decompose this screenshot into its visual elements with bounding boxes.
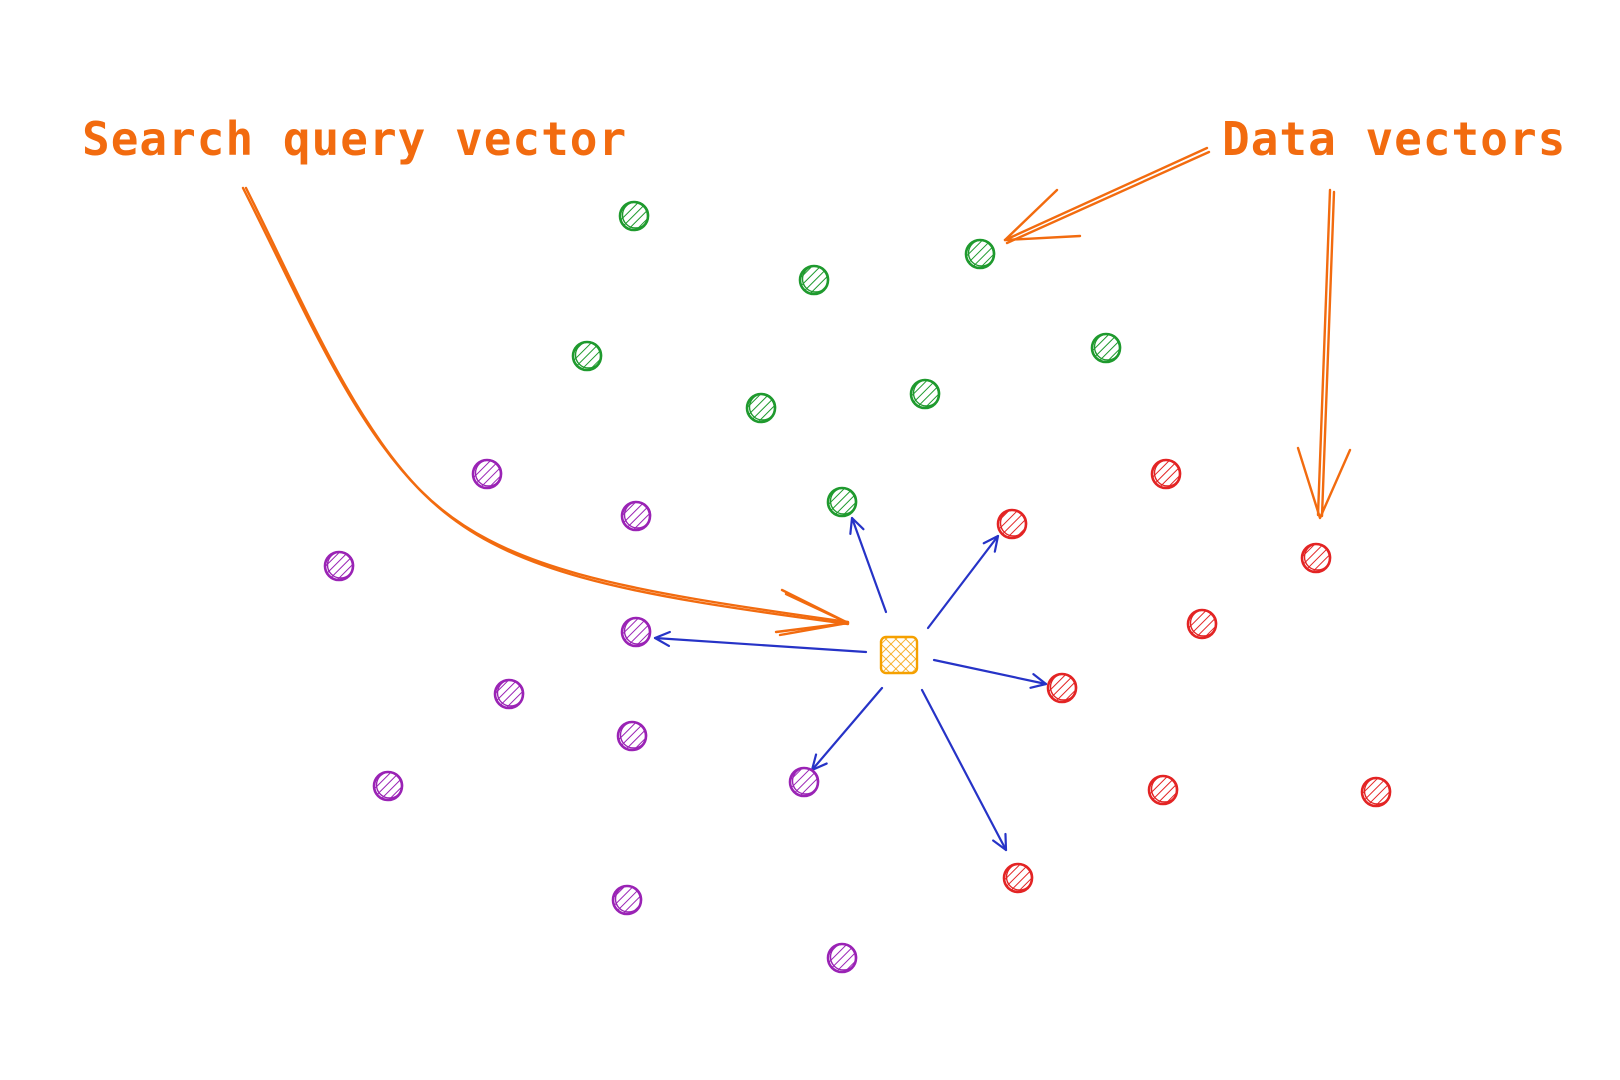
- data-vectors-annotation-arrow-red: [1296, 188, 1352, 520]
- purple-data-vector-dot-outline: [326, 551, 355, 579]
- neighbor-arrow-line: [920, 688, 1008, 852]
- purple-data-vector-dot-outline: [496, 679, 525, 707]
- nearest-neighbor-arrows: [653, 516, 1048, 852]
- data-vectors-label: Data vectors: [1222, 112, 1567, 166]
- red-data-vector-dot-outline: [1049, 673, 1078, 701]
- green-data-vector-dot-outline: [829, 487, 858, 515]
- green-data-vector-dot-outline: [967, 239, 996, 267]
- red-data-vector-dot-outline: [1150, 775, 1179, 803]
- neighbor-arrow-line: [932, 658, 1048, 686]
- purple-data-vector-dot-outline: [619, 721, 648, 749]
- red-data-vector-dot-outline: [1363, 777, 1392, 805]
- purple-cluster: [323, 458, 858, 974]
- search-query-label: Search query vector: [82, 112, 628, 166]
- red-data-vector-dot-outline: [1303, 543, 1332, 571]
- neighbor-arrow-head: [992, 832, 1008, 852]
- neighbor-arrow-head: [982, 534, 1000, 553]
- red-data-vector-dot-outline: [1189, 609, 1218, 637]
- green-data-vector-dot-outline: [621, 201, 650, 229]
- purple-data-vector-dot-outline: [623, 501, 652, 529]
- green-data-vector-dot-outline: [748, 393, 777, 421]
- red-cluster: [996, 458, 1392, 894]
- purple-data-vector-dot-outline: [829, 943, 858, 971]
- neighbor-arrow-line: [653, 636, 868, 654]
- purple-data-vector-dot-outline: [614, 885, 643, 913]
- red-data-vector-dot-outline: [999, 509, 1028, 537]
- query-vector: [879, 635, 919, 675]
- data-vectors-annotation-arrow-green: [1003, 146, 1211, 245]
- green-data-vector-dot-outline: [574, 341, 603, 369]
- red-data-vector-dot-outline: [1005, 863, 1034, 891]
- neighbor-arrow-head: [1029, 673, 1048, 689]
- purple-data-vector-dot-outline: [375, 771, 404, 799]
- purple-data-vector-dot-outline: [474, 459, 503, 487]
- neighbor-arrow-head: [653, 630, 671, 647]
- purple-data-vector-dot-outline: [623, 617, 652, 645]
- green-cluster: [571, 200, 1122, 518]
- red-data-vector-dot-outline: [1153, 459, 1182, 487]
- neighbor-arrow-line: [810, 686, 884, 772]
- green-data-vector-dot-outline: [912, 379, 941, 407]
- green-data-vector-dot-outline: [1093, 333, 1122, 361]
- neighbor-arrow-head: [849, 516, 865, 536]
- purple-data-vector-dot-outline: [791, 767, 820, 795]
- neighbor-arrow-line: [926, 534, 1000, 630]
- green-data-vector-dot-outline: [801, 265, 830, 293]
- search-query-annotation-arrow: [241, 186, 850, 637]
- neighbor-arrow-line: [850, 516, 888, 614]
